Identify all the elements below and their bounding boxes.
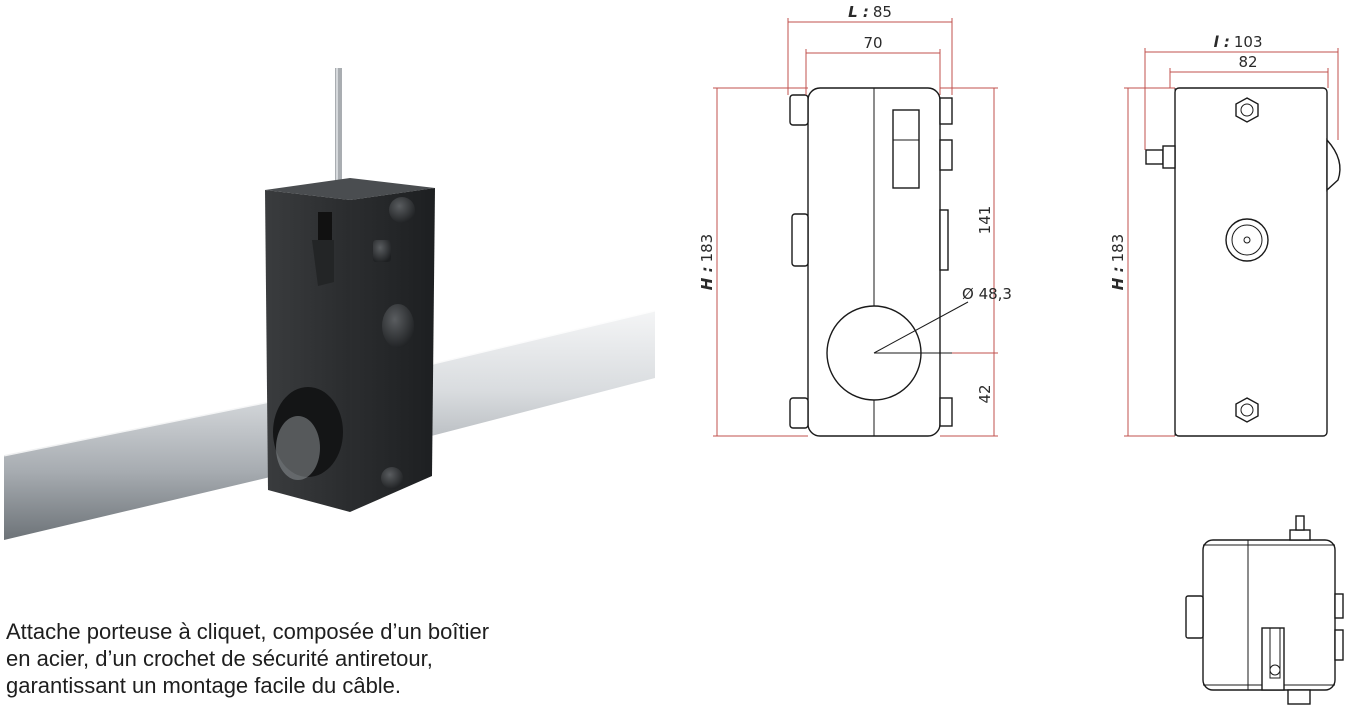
product-photo	[3, 68, 656, 540]
front-upper-height-label: 141	[976, 206, 994, 235]
front-height-label: H :183	[698, 234, 716, 290]
caption-line-1: Attache porteuse à cliquet, composée d’u…	[6, 619, 490, 644]
front-lower-height-label: 42	[976, 384, 994, 403]
tube-diameter-label: Ø 48,3	[962, 285, 1012, 303]
bolt-heads	[373, 197, 415, 489]
front-width-label: L :85	[848, 3, 892, 21]
side-view	[1145, 87, 1341, 437]
caption-line-3: garantissant un montage facile du câble.	[6, 673, 402, 698]
front-dimensions	[713, 18, 998, 437]
front-inner-width-label: 70	[863, 34, 882, 52]
hex-nut-icon	[1235, 97, 1259, 123]
caption-line-2: en acier, d’un crochet de sécurité antir…	[6, 646, 433, 671]
ratchet-slot	[318, 212, 332, 242]
hex-nut-icon	[1235, 397, 1259, 423]
box-top	[265, 178, 435, 200]
box-side	[350, 188, 435, 512]
cable	[335, 68, 342, 198]
side-dimensions	[1124, 48, 1339, 437]
ratchet-hook	[312, 240, 334, 286]
side-inner-width-label: 82	[1238, 53, 1257, 71]
top-view	[1185, 515, 1344, 705]
side-width-label: l :103	[1213, 33, 1262, 51]
front-view	[789, 87, 995, 437]
side-height-label: H :183	[1109, 234, 1127, 290]
product-description: Attache porteuse à cliquet, composée d’u…	[6, 618, 686, 699]
